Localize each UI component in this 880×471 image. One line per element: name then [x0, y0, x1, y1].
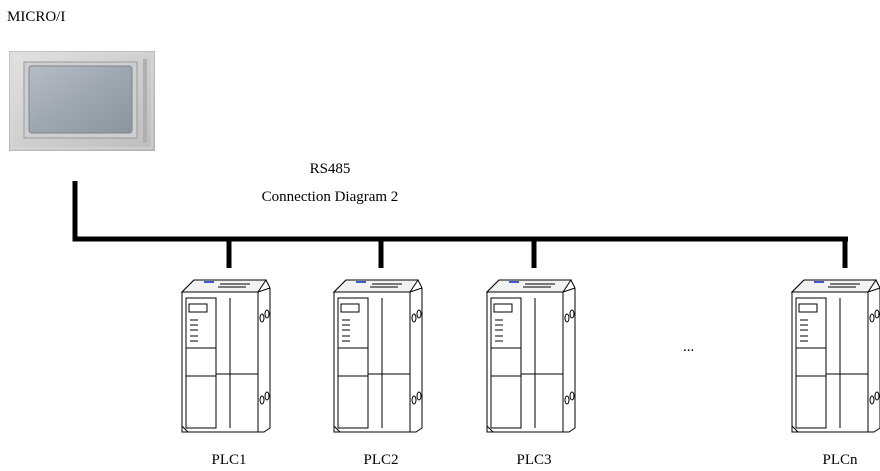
hmi-title: MICRO/I: [7, 9, 66, 25]
plc-unit-3: [485, 279, 576, 433]
plc-unit-1: [180, 279, 271, 433]
connection-diagram-label: Connection Diagram 2: [261, 189, 399, 205]
plc-unit-n: [790, 279, 880, 433]
hmi-panel: [9, 51, 155, 151]
hmi-screen: [28, 65, 133, 134]
more-plcs-ellipsis: ...: [683, 339, 695, 355]
plc2-label: PLC2: [363, 452, 399, 468]
plc3-label: PLC3: [516, 452, 552, 468]
plc-unit-2: [332, 279, 423, 433]
bus-protocol-label: RS485: [309, 161, 351, 177]
plc1-label: PLC1: [211, 452, 247, 468]
plcn-label: PLCn: [822, 452, 858, 468]
